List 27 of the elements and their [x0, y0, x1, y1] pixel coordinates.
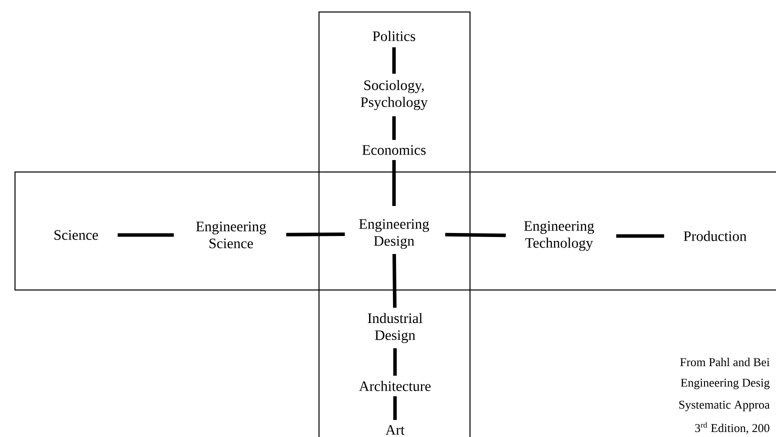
connector-bar [286, 232, 345, 236]
field-label: Engineering Technology [524, 221, 594, 251]
connector-bar [118, 233, 174, 237]
connector-bar [392, 160, 396, 206]
caption-text: Systematic Approa [679, 400, 770, 412]
caption-text: 3$^{rd}$ Edition, 200 [695, 422, 770, 434]
connector-bar [393, 348, 397, 376]
connector-bar [616, 234, 664, 238]
band-box [318, 12, 470, 437]
caption-text: From Pahl and Bei [680, 358, 770, 366]
field-label: Industrial Design [368, 312, 422, 344]
connector-bar [393, 396, 397, 420]
connector-bar [392, 47, 396, 74]
field-label: Sociology, Psychology [360, 80, 428, 110]
band-box [14, 172, 776, 290]
field-label: Engineering Design [359, 219, 430, 249]
field-label: Science [54, 230, 98, 240]
field-label: Architecture [359, 380, 431, 392]
connector-bar [392, 254, 397, 308]
field-label: Politics [372, 30, 416, 42]
field-label: Economics [362, 145, 426, 155]
field-label: Production [684, 230, 746, 242]
caption-text: Engineering Desig [680, 378, 770, 390]
connector-bar [392, 116, 396, 140]
connector-bar [445, 232, 506, 238]
field-label: Art [386, 425, 405, 435]
field-label: Engineering Science [196, 222, 266, 248]
